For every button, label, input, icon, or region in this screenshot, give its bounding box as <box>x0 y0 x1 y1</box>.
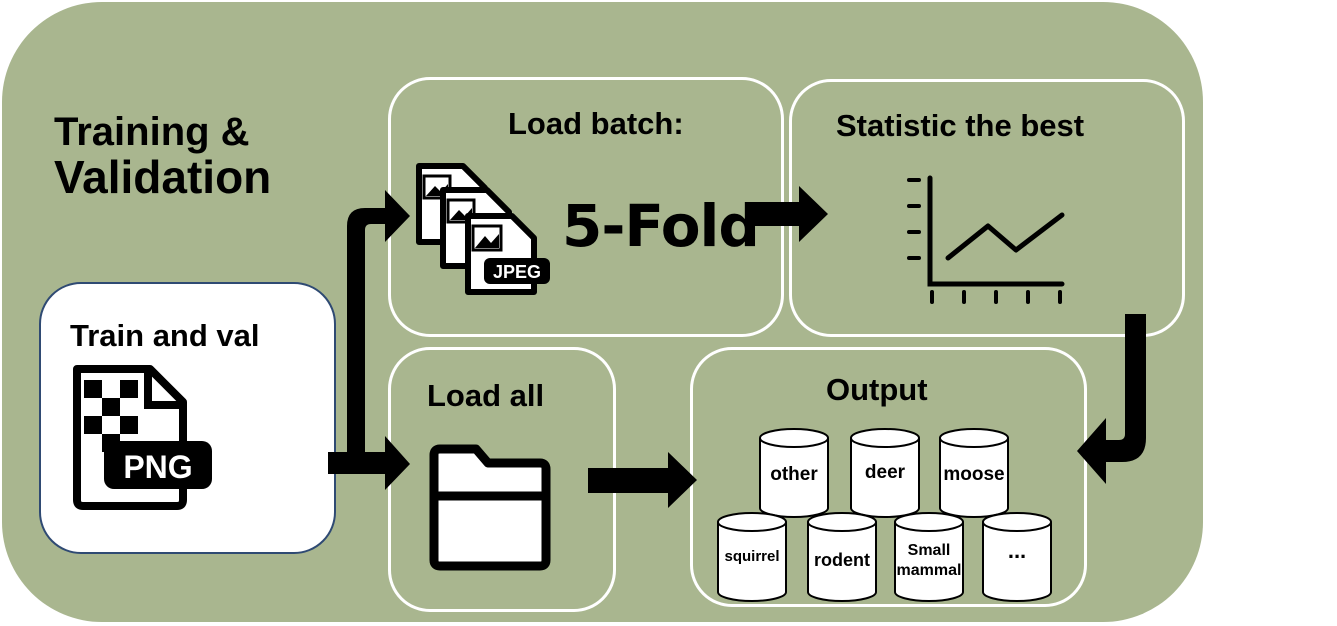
cylinder-small-mammal <box>894 512 964 602</box>
class-label-small-mammal: Small mammal <box>896 542 962 579</box>
png-badge: PNG <box>123 449 192 485</box>
statistic-label: Statistic the best <box>836 108 1085 143</box>
split-arrow <box>328 190 410 490</box>
load-all-label: Load all <box>427 378 545 413</box>
jpeg-files-icon <box>416 163 550 295</box>
class-label-other: other <box>770 464 818 485</box>
cylinder-more <box>982 512 1052 602</box>
arrow-loadall-to-output <box>588 452 697 508</box>
class-label-deer: deer <box>864 462 906 483</box>
line-chart-icon <box>907 175 1065 304</box>
cylinder-rodent <box>807 512 877 602</box>
five-fold-label: 5-Fold <box>562 192 760 260</box>
arrow-batch-to-statistic <box>749 186 828 242</box>
png-file-icon <box>73 365 212 510</box>
output-label: Output <box>826 372 928 407</box>
class-label-rodent: rodent <box>814 550 870 570</box>
load-batch-label: Load batch: <box>508 106 684 141</box>
jpeg-badge: JPEG <box>493 262 541 282</box>
folder-icon <box>429 444 551 571</box>
class-label-squirrel: squirrel <box>724 548 780 565</box>
cylinder-moose <box>939 428 1009 518</box>
cylinder-other <box>759 428 829 518</box>
title-line-1: Training & <box>54 110 250 154</box>
train-val-label: Train and val <box>70 318 260 353</box>
cylinder-squirrel <box>717 512 787 602</box>
class-label-more: ... <box>1007 538 1027 563</box>
diagram-title: Training & Validation <box>54 112 271 200</box>
cylinder-deer <box>850 428 920 518</box>
title-line-2: Validation <box>54 151 272 203</box>
arrow-statistic-to-output <box>1077 314 1146 484</box>
class-label-moose: moose <box>943 464 1005 485</box>
